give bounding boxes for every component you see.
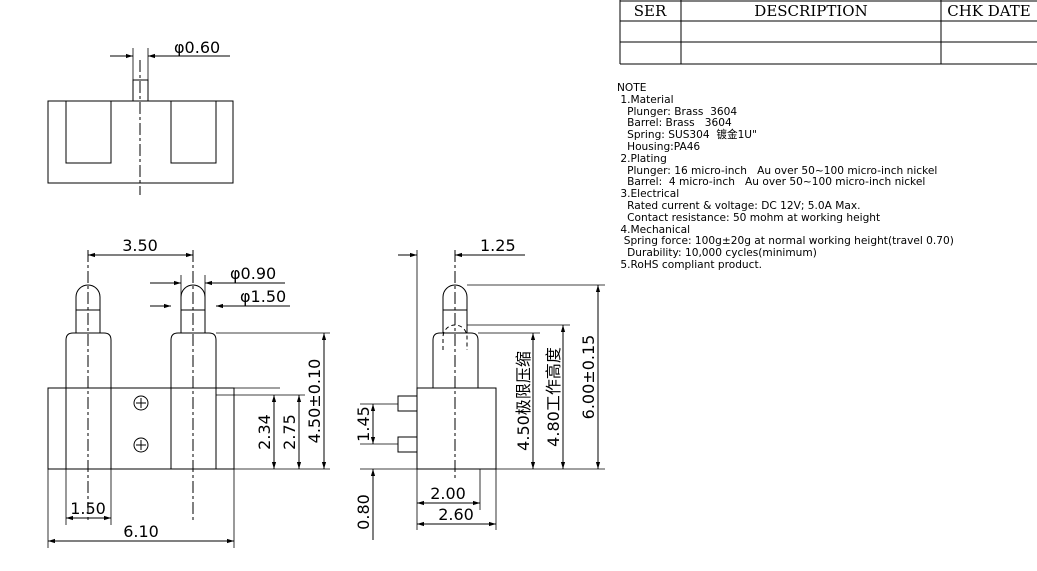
dim-compress-height: 4.50极限压缩 <box>514 351 533 451</box>
dim-edge-offset: 1.50 <box>70 499 106 518</box>
dim-h-234: 2.34 <box>255 414 274 450</box>
note-line: Barrel: Brass 3604 <box>617 117 732 130</box>
note-line: Rated current & voltage: DC 12V; 5.0A Ma… <box>617 199 861 212</box>
dim-h-450: 4.50±0.10 <box>305 359 324 444</box>
front-view: 3.50 φ0.90 φ1.50 1.50 6.10 2.34 2.7 <box>47 236 330 548</box>
note-line: Spring force: 100g±20g at normal working… <box>617 235 954 248</box>
note-line: 2.Plating <box>617 152 667 165</box>
note-line: 4.Mechanical <box>617 223 691 236</box>
note-line: Housing:PA46 <box>617 140 701 153</box>
note-line: 5.RoHS compliant product. <box>617 258 762 271</box>
dim-free-height: 6.00±0.15 <box>579 335 598 420</box>
note-line: Spring: SUS304 镀金1U" <box>617 129 757 142</box>
dim-w-200: 2.00 <box>430 484 466 503</box>
dim-working-height: 4.80工作高度 <box>544 347 563 447</box>
note-line: Contact resistance: 50 mohm at working h… <box>617 211 881 224</box>
note-line: Plunger: Brass 3604 <box>617 105 738 118</box>
side-view: 1.25 1.45 0.80 2.00 2.60 4.50极限压缩 4.80工作… <box>354 236 605 540</box>
dim-h-080: 0.80 <box>354 494 373 530</box>
note-line: Durability: 10,000 cycles(minimum) <box>617 247 817 260</box>
note-line: Plunger: 16 micro-inch Au over 50~100 mi… <box>617 164 938 177</box>
header-ser: SER <box>634 2 667 20</box>
revision-table: SER DESCRIPTION CHK DATE <box>619 0 1037 65</box>
top-view: φ0.60 <box>47 38 234 195</box>
dim-body-dia: φ1.50 <box>240 287 286 306</box>
note-line: 3.Electrical <box>617 188 680 201</box>
dim-total-length: 6.10 <box>123 522 159 541</box>
dim-h-145: 1.45 <box>354 406 373 442</box>
header-description: DESCRIPTION <box>754 2 867 20</box>
dim-w-260: 2.60 <box>438 505 474 524</box>
header-chk-date: CHK DATE <box>947 2 1031 20</box>
dim-h-275: 2.75 <box>280 414 299 450</box>
dim-pitch: 3.50 <box>122 236 158 255</box>
dim-side-offset: 1.25 <box>480 236 516 255</box>
dim-top-pin-dia: φ0.60 <box>174 38 220 57</box>
note-line: 1.Material <box>617 93 674 106</box>
notes-block: NOTE 1.Material Plunger: Brass 3604 Barr… <box>617 82 954 272</box>
note-line: Barrel: 4 micro-inch Au over 50~100 micr… <box>617 176 926 189</box>
dim-tip-dia: φ0.90 <box>230 264 276 283</box>
notes-title: NOTE <box>617 82 647 94</box>
